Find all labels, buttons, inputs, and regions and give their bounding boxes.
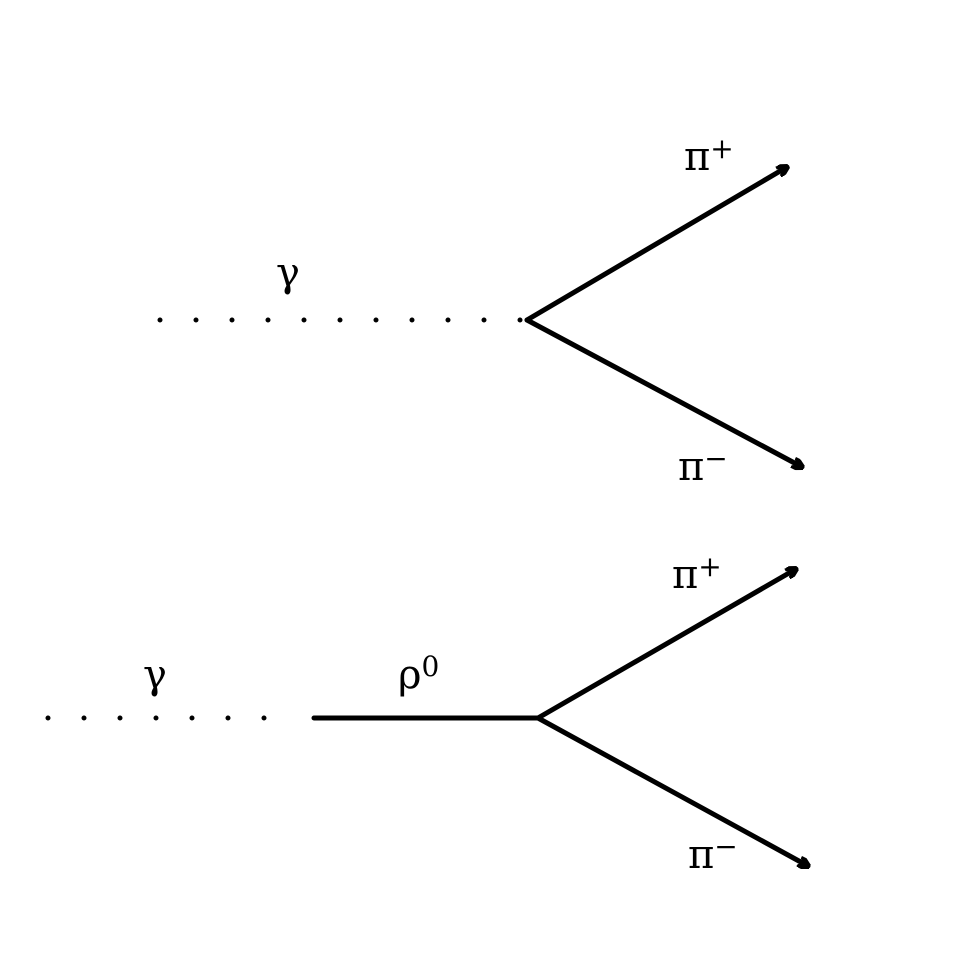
top-pi-plus-sup: +	[710, 132, 733, 165]
bottom-pi-plus-base: π	[672, 552, 698, 598]
bottom-pi-plus-line	[535, 569, 796, 721]
top-pi-minus-line	[524, 317, 802, 467]
top-diagram: γ π+ π−	[157, 132, 802, 490]
top-photon-label: γ	[276, 250, 300, 296]
bottom-rho-sup: 0	[422, 650, 440, 683]
bottom-diagram: γ ρ0 π+ π−	[45, 550, 808, 878]
bottom-pi-minus-base: π	[688, 832, 714, 878]
top-pi-minus-base: π	[678, 444, 704, 490]
bottom-pi-minus-sup: −	[714, 830, 737, 863]
bottom-rho-label: ρ0	[398, 650, 439, 698]
bottom-photon-label: γ	[143, 652, 167, 698]
bottom-pi-minus-label: π−	[688, 830, 738, 878]
top-pi-minus-label: π−	[678, 442, 728, 490]
top-pi-plus-base: π	[684, 134, 710, 180]
bottom-rho-base: ρ	[398, 652, 422, 698]
top-pi-minus-sup: −	[704, 442, 727, 475]
bottom-pi-plus-label: π+	[672, 550, 722, 598]
bottom-pi-plus-sup: +	[698, 550, 721, 583]
bottom-pi-minus-line	[535, 715, 808, 866]
top-pi-plus-label: π+	[684, 132, 734, 180]
top-pi-plus-line	[524, 167, 787, 323]
